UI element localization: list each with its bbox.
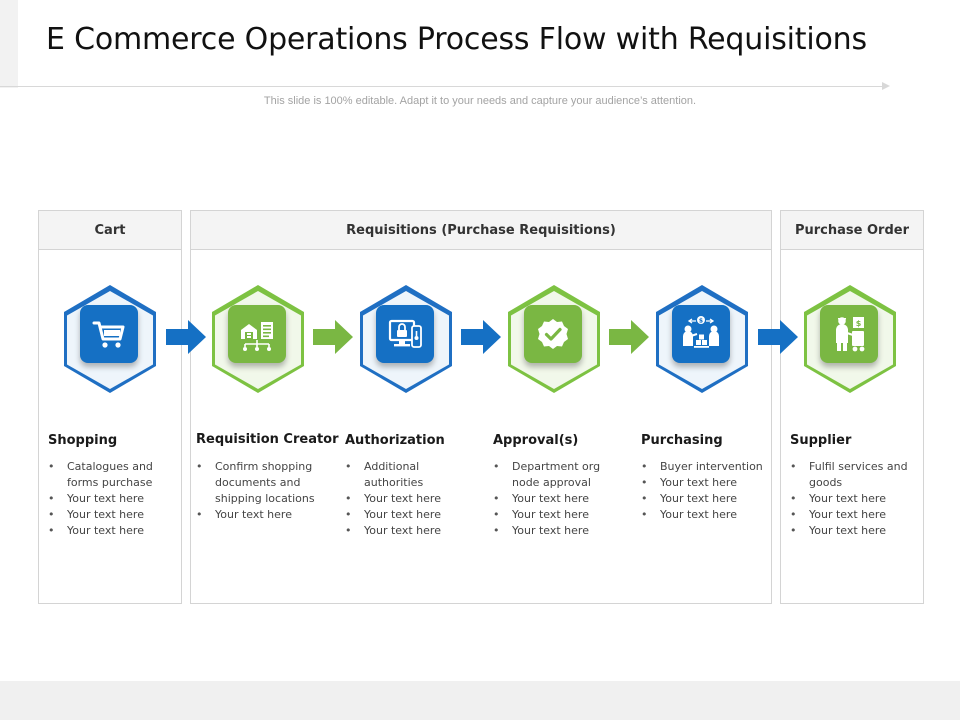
- svg-text:$: $: [699, 318, 703, 325]
- step-title-authorization: Authorization: [345, 433, 445, 448]
- title-underline: [0, 86, 884, 87]
- list-item: Department org node approval: [493, 459, 611, 491]
- step-title-supplier: Supplier: [790, 433, 852, 448]
- computer-lock-icon: [388, 319, 422, 348]
- flow-arrow-2: [313, 320, 353, 354]
- delivery-person-icon: $: [836, 317, 865, 352]
- flow-arrow-1: [166, 320, 206, 354]
- page-title: E Commerce Operations Process Flow with …: [46, 22, 867, 57]
- step-title-approval: Approval(s): [493, 433, 579, 448]
- authorization-tile: [376, 305, 434, 363]
- purchase-order-section: Purchase Order: [780, 210, 924, 604]
- requisitions-section-header: Requisitions (Purchase Requisitions): [191, 211, 771, 250]
- purchasing-tile: $: [672, 305, 730, 363]
- warehouse-document-icon: [241, 322, 273, 351]
- supplier-tile: $: [820, 305, 878, 363]
- page-subtitle: This slide is 100% editable. Adapt it to…: [263, 95, 697, 107]
- list-item: Your text here: [790, 491, 908, 507]
- cart-section: Cart: [38, 210, 182, 604]
- list-item: Your text here: [641, 491, 765, 507]
- list-item: Confirm shopping documents and shipping …: [196, 459, 326, 507]
- list-item: Your text here: [493, 523, 611, 539]
- list-item: Your text here: [48, 507, 166, 523]
- list-item: Your text here: [196, 507, 326, 523]
- list-item: Your text here: [493, 507, 611, 523]
- list-item: Your text here: [48, 523, 166, 539]
- list-item: Additional authorities: [345, 459, 463, 491]
- list-item: Your text here: [641, 475, 765, 491]
- shopping-cart-icon: [92, 321, 125, 348]
- list-item: Your text here: [345, 523, 463, 539]
- flow-arrow-3: [461, 320, 501, 354]
- supplier-bullets: Fulfil services and goods Your text here…: [790, 459, 908, 539]
- list-item: Your text here: [493, 491, 611, 507]
- shopping-bullets: Catalogues and forms purchase Your text …: [48, 459, 166, 539]
- purchasing-bullets: Buyer intervention Your text here Your t…: [641, 459, 765, 523]
- list-item: Your text here: [790, 523, 908, 539]
- title-underline-arrowhead: [882, 82, 890, 90]
- check-badge-icon: [538, 319, 568, 349]
- shopping-tile: [80, 305, 138, 363]
- step-title-purchasing: Purchasing: [641, 433, 723, 448]
- cart-section-header: Cart: [39, 211, 181, 250]
- buyer-seller-exchange-icon: $: [683, 316, 719, 348]
- flow-arrow-4: [609, 320, 649, 354]
- purchase-order-section-header: Purchase Order: [781, 211, 923, 250]
- requisitions-section: Requisitions (Purchase Requisitions): [190, 210, 772, 604]
- svg-text:$: $: [856, 319, 862, 328]
- list-item: Your text here: [345, 507, 463, 523]
- approval-tile: [524, 305, 582, 363]
- list-item: Your text here: [790, 507, 908, 523]
- list-item: Fulfil services and goods: [790, 459, 908, 491]
- requisition-creator-bullets: Confirm shopping documents and shipping …: [196, 459, 326, 523]
- footer-band: [0, 681, 960, 720]
- authorization-bullets: Additional authorities Your text here Yo…: [345, 459, 463, 539]
- step-title-shopping: Shopping: [48, 433, 118, 448]
- step-title-requisition-creator: Requisition Creator: [196, 432, 339, 447]
- list-item: Your text here: [48, 491, 166, 507]
- flow-arrow-5: [758, 320, 798, 354]
- list-item: Buyer intervention: [641, 459, 765, 475]
- list-item: Your text here: [345, 491, 463, 507]
- requisition-creator-tile: [228, 305, 286, 363]
- title-accent-bar: [0, 0, 18, 88]
- list-item: Catalogues and forms purchase: [48, 459, 166, 491]
- approval-bullets: Department org node approval Your text h…: [493, 459, 611, 539]
- list-item: Your text here: [641, 507, 765, 523]
